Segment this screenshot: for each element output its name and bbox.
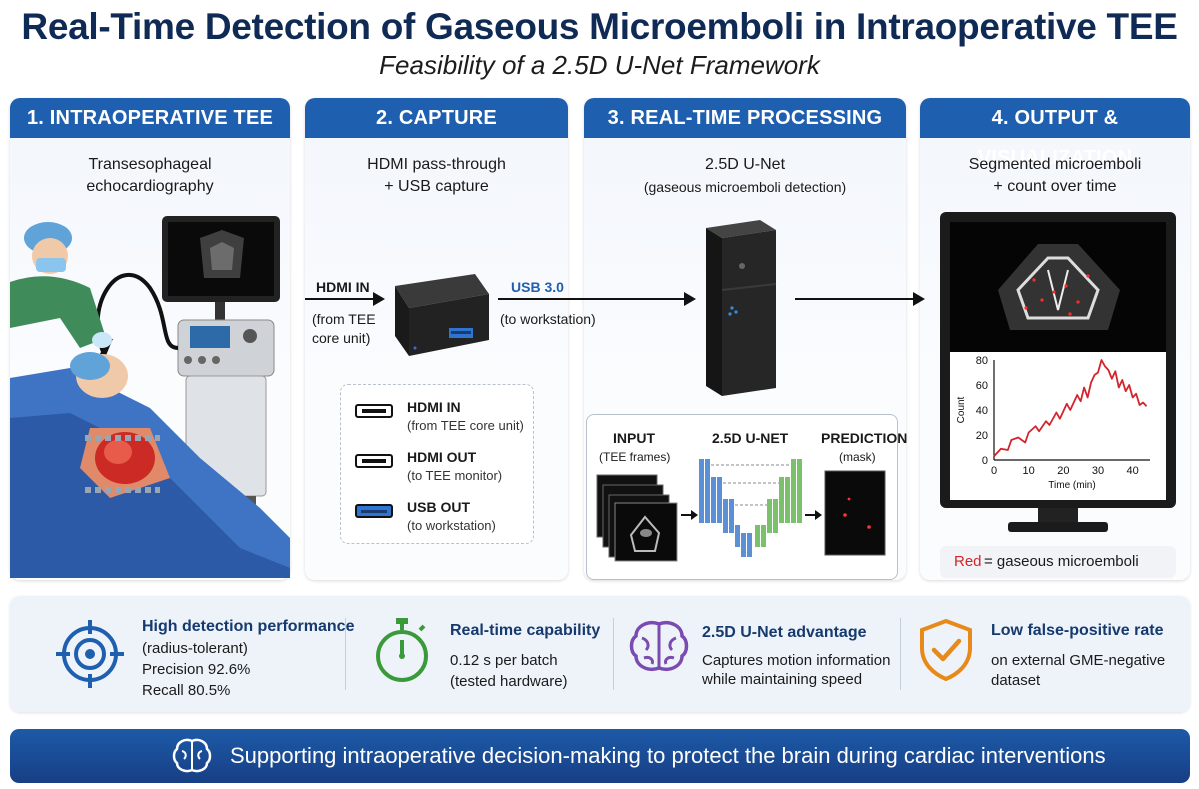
legend-description: = gaseous microemboli (984, 553, 1139, 570)
output-monitor (940, 212, 1176, 532)
feature-title: 2.5D U-Net advantage (702, 624, 867, 641)
feature-line: dataset (991, 672, 1041, 689)
banner-text: Supporting intraoperative decision-makin… (230, 743, 1106, 768)
panel-header: 3. REAL-TIME PROCESSING (584, 98, 906, 138)
feature-line: 0.12 s per batch (450, 652, 558, 669)
divider (345, 618, 346, 690)
usb-port-icon (355, 504, 393, 518)
series-line (993, 359, 1148, 457)
arrow-head-icon (913, 292, 925, 306)
model-label: 2.5D U-NET (712, 430, 789, 446)
feature-line: while maintaining speed (702, 671, 863, 688)
port-sub: (to TEE monitor) (407, 468, 503, 483)
y-tick-label: 0 (982, 455, 988, 467)
port-label: USB OUT (407, 499, 470, 515)
arrow-to-output (795, 298, 913, 300)
feature-line: on external GME-negative (991, 652, 1166, 669)
panel-desc-line2: + count over time (993, 178, 1117, 195)
panel-header: 1. INTRAOPERATIVE TEE (10, 98, 290, 138)
tee-procedure-illustration (10, 216, 290, 578)
arrow-head-icon (373, 292, 385, 306)
brain-icon (172, 738, 212, 773)
feature-line: Recall 80.5% (142, 682, 231, 699)
output-legend: Red = gaseous microemboli (940, 546, 1176, 578)
usb-label: USB 3.0 (511, 279, 564, 295)
hdmi-in-sub2: core unit) (312, 330, 371, 346)
x-tick-label: 30 (1092, 465, 1104, 477)
feature-title: Real-time capability (450, 622, 601, 639)
hdmi-port-icon (355, 404, 393, 418)
feature-bar: High detection performance (radius-toler… (10, 596, 1190, 712)
feature-line: (tested hardware) (450, 673, 568, 690)
panel-desc-line1: Transesophageal (88, 156, 212, 173)
panel-desc-line2: + USB capture (384, 178, 489, 195)
x-tick-label: 40 (1127, 465, 1139, 477)
conclusion-banner: Supporting intraoperative decision-makin… (10, 729, 1190, 783)
prediction-sub: (mask) (839, 450, 876, 464)
panel-intraoperative-tee: 1. INTRAOPERATIVE TEE Transesophageal ec… (10, 98, 290, 580)
port-sub: (from TEE core unit) (407, 418, 524, 433)
panel-header: 2. CAPTURE (305, 98, 568, 138)
workstation-icon (706, 220, 777, 396)
shield-check-icon (920, 618, 972, 682)
usb-sub: (to workstation) (500, 311, 596, 327)
y-tick-label: 60 (976, 380, 988, 392)
port-label: HDMI IN (407, 399, 461, 415)
y-axis-label: Count (956, 396, 967, 423)
target-icon (56, 620, 124, 688)
page-subtitle: Feasibility of a 2.5D U-Net Framework (379, 50, 820, 80)
arrow-head-icon (684, 292, 696, 306)
feature-title: High detection performance (142, 618, 355, 635)
legend-red-label: Red (954, 553, 982, 570)
feature-line: (radius-tolerant) (142, 640, 248, 657)
hdmi-port-icon (355, 454, 393, 468)
x-tick-label: 0 (991, 465, 997, 477)
brain-icon (629, 621, 689, 671)
hdmi-in-label: HDMI IN (316, 279, 370, 295)
y-tick-label: 80 (976, 355, 988, 367)
panel-desc-line2: (gaseous microemboli detection) (643, 179, 847, 195)
x-tick-label: 20 (1057, 465, 1069, 477)
prediction-label: PREDICTION (821, 430, 908, 446)
feature-title: Low false-positive rate (991, 622, 1164, 639)
unet-diagram (596, 459, 886, 562)
capture-device-icon (395, 274, 489, 356)
divider (613, 618, 614, 690)
panel-header: 4. OUTPUT & VISUALIZATION (920, 98, 1190, 169)
y-tick-label: 20 (976, 430, 988, 442)
arrow-usb (498, 298, 684, 300)
stopwatch-icon (376, 618, 428, 682)
panel-desc-line1: 2.5D U-Net (704, 156, 786, 173)
feature-line: Captures motion information (702, 652, 891, 669)
divider (900, 618, 901, 690)
hdmi-in-sub1: (from TEE (312, 311, 376, 327)
port-sub: (to workstation) (407, 518, 496, 533)
x-axis-label: Time (min) (1048, 480, 1095, 491)
page-title: Real-Time Detection of Gaseous Microembo… (21, 6, 1178, 47)
unet-pipeline-box: INPUT (TEE frames) 2.5D U-NET PREDICTION… (586, 414, 907, 580)
panel-desc-line2: echocardiography (86, 178, 214, 195)
port-legend: HDMI IN (from TEE core unit) HDMI OUT (t… (340, 384, 534, 544)
x-tick-label: 10 (1023, 465, 1035, 477)
panel-desc-line1: Segmented microemboli (968, 156, 1142, 173)
y-tick-label: 40 (976, 405, 988, 417)
port-label: HDMI OUT (407, 449, 477, 465)
input-sub: (TEE frames) (599, 450, 671, 464)
feature-line: Precision 92.6% (142, 661, 251, 678)
input-label: INPUT (613, 430, 655, 446)
panel-desc-line1: HDMI pass-through (367, 156, 506, 173)
arrow-hdmi-in (305, 298, 375, 300)
